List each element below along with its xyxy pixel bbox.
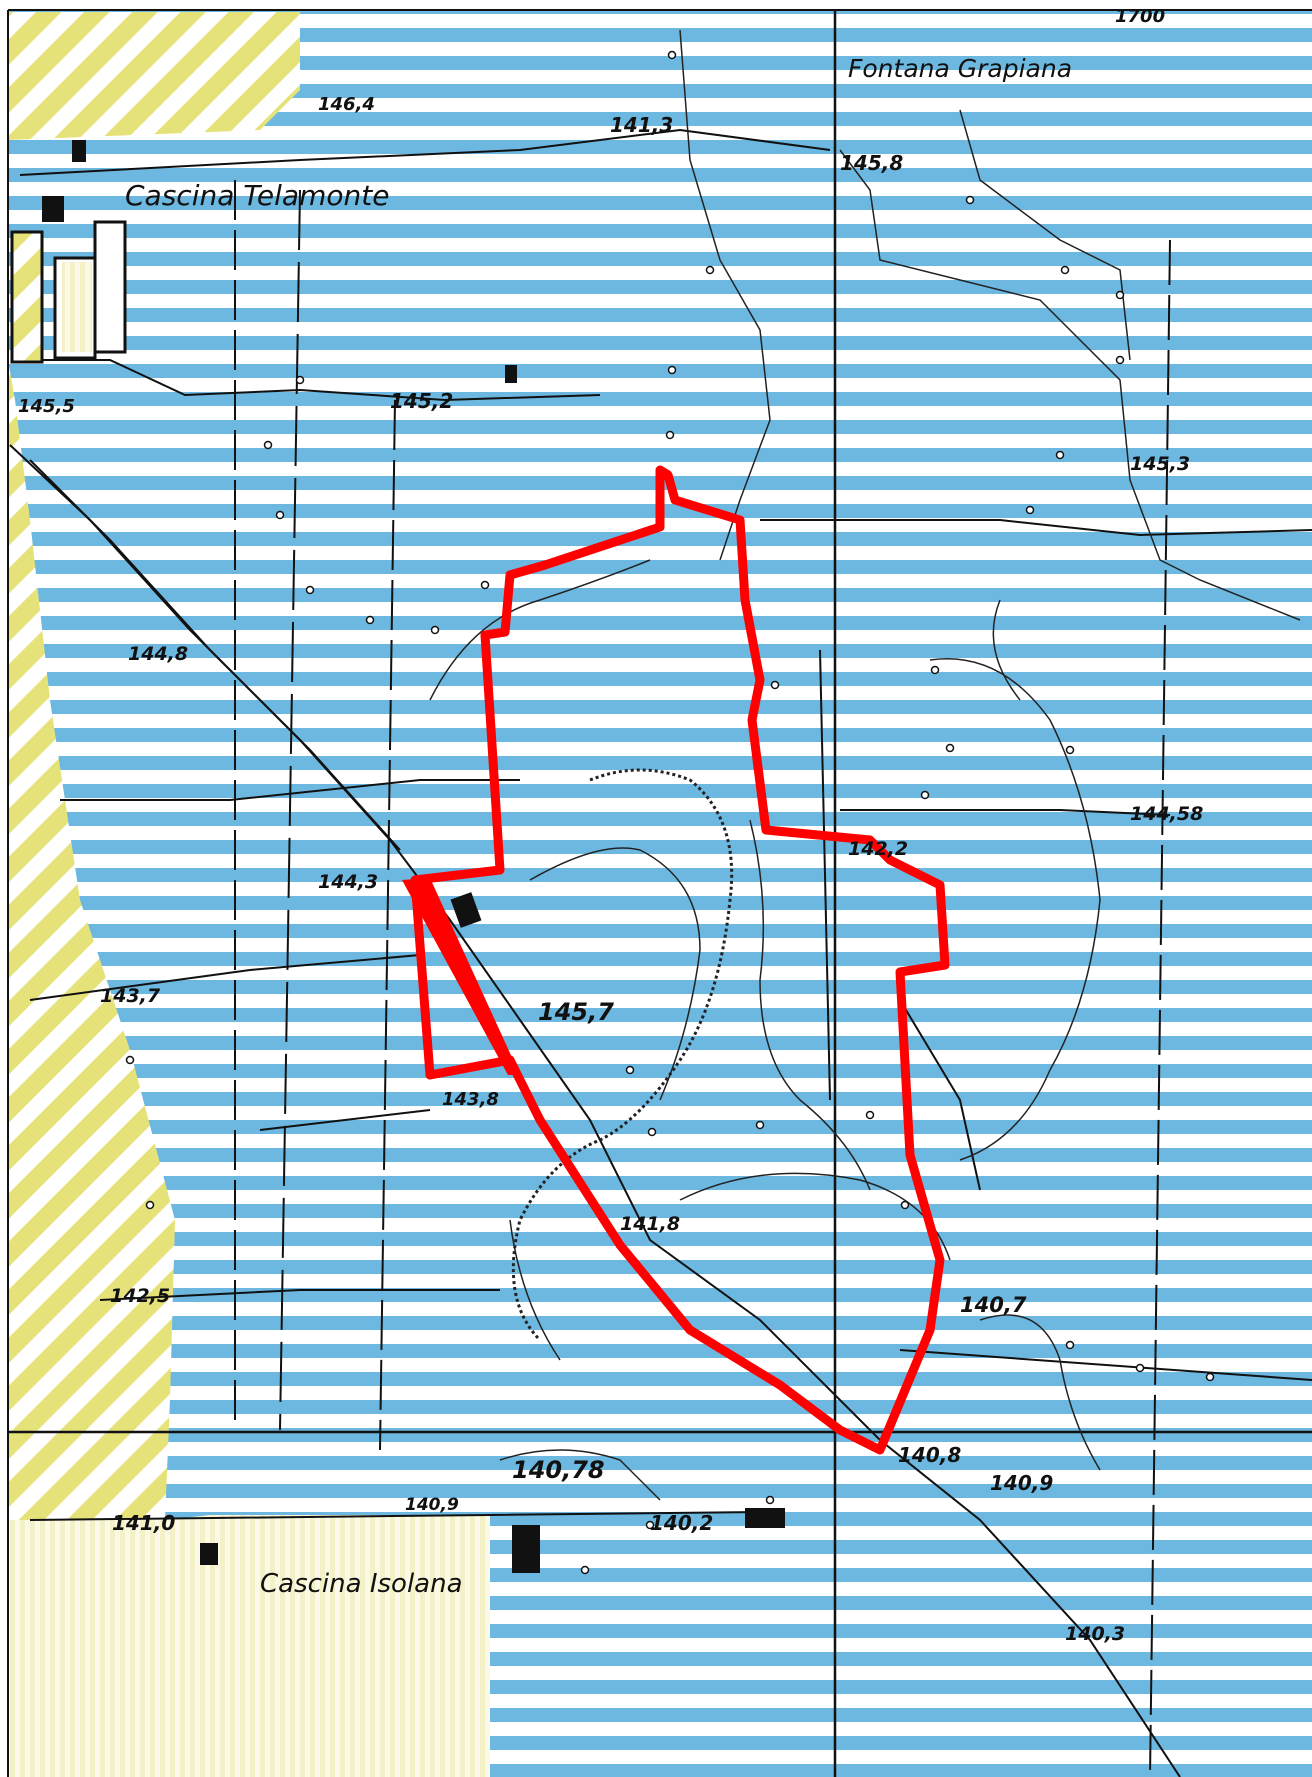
elevation-label-e11: 143,7 <box>100 985 161 1007</box>
contour-lines <box>429 29 1301 1501</box>
parcel-lines <box>9 128 1312 1777</box>
yellow-zone-northwest <box>8 12 300 140</box>
place-label-isolana: Cascina Isolana <box>260 1569 463 1599</box>
elevation-label-e22: 140,2 <box>650 1511 713 1535</box>
elevation-label-e13: 143,8 <box>442 1089 499 1110</box>
place-label-telamonte: Cascina Telamonte <box>125 179 389 212</box>
elevation-label-e9: 144,3 <box>318 871 378 893</box>
elevation-label-e8: 144,58 <box>1130 803 1203 825</box>
elevation-label-e4: 145,2 <box>390 389 453 413</box>
elevation-label-e6: 145,3 <box>1130 453 1190 475</box>
elevation-label-e2: 141,3 <box>610 113 673 137</box>
elevation-label-e21: 140,9 <box>990 1471 1053 1495</box>
place-label-fontana: Fontana Grapiana <box>848 54 1072 83</box>
buildings <box>10 140 785 1573</box>
elevation-label-e1: 146,4 <box>318 94 375 115</box>
elevation-label-e17: 140,78 <box>512 1456 605 1484</box>
elevation-label-e20: 141,0 <box>112 1511 175 1535</box>
elevation-label-e19: 140,8 <box>898 1443 961 1467</box>
elevation-label-e14: 141,8 <box>620 1213 680 1235</box>
elevation-label-e12: 145,7 <box>538 998 614 1026</box>
elevation-label-e15: 142,5 <box>110 1285 170 1307</box>
elevation-label-e18: 140,9 <box>405 1495 459 1515</box>
study-area-boundary <box>402 465 950 1455</box>
study-area-wedge <box>402 878 520 1075</box>
elevation-label-e16: 140,7 <box>960 1293 1027 1317</box>
elevation-label-e10: 142,2 <box>848 838 908 860</box>
elevation-label-e5: 145,5 <box>18 396 75 417</box>
yellow-zone-west <box>8 360 175 1520</box>
elevation-label-e23: 140,3 <box>1065 1623 1125 1645</box>
elevation-label-e3: 145,8 <box>840 151 903 175</box>
elevation-label-e7: 144,8 <box>128 643 188 665</box>
elevation-label-e24: 1700 <box>1115 6 1165 27</box>
map-frame <box>7 9 1312 1777</box>
pale-zone-southwest <box>8 1515 490 1777</box>
map-symbols <box>125 50 1215 1575</box>
blue-zone <box>8 10 1312 1777</box>
study-area-outline <box>410 465 950 1455</box>
